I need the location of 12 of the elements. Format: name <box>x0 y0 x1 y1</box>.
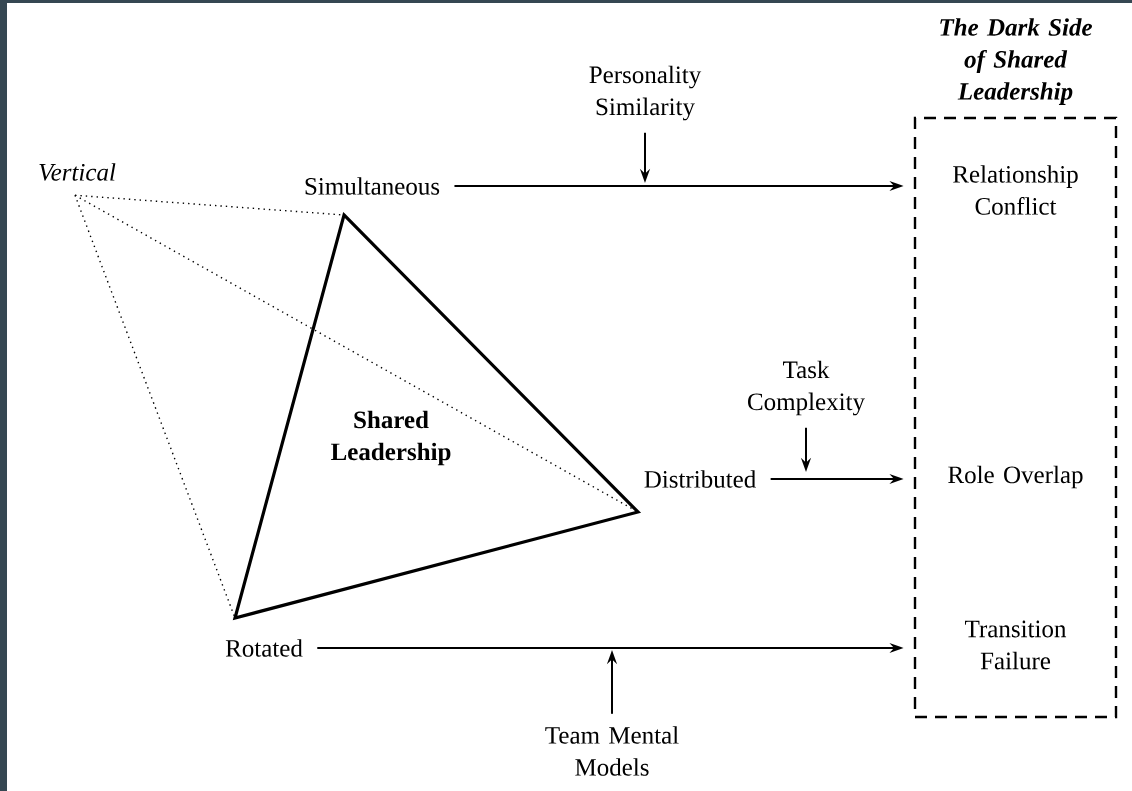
moderator-label: Team Mental Models <box>545 726 679 776</box>
vertex-label: Distributed <box>644 470 756 488</box>
group-heading: The Dark Side of Shared Leadership <box>940 18 1092 105</box>
vertex-label: Vertical <box>39 163 116 181</box>
moderator-label: Task Complexity <box>748 360 865 416</box>
vertex-label: Simultaneous <box>305 177 440 195</box>
vertex-label: Rotated <box>225 639 303 657</box>
outcome-label: Transition Failure <box>965 620 1067 670</box>
moderator-label: Personality Similarity <box>589 65 702 121</box>
outcome-label: Role Overlap <box>948 465 1083 489</box>
dotted-line <box>74 194 236 619</box>
outcome-label: Relationship Conflict <box>953 165 1078 215</box>
